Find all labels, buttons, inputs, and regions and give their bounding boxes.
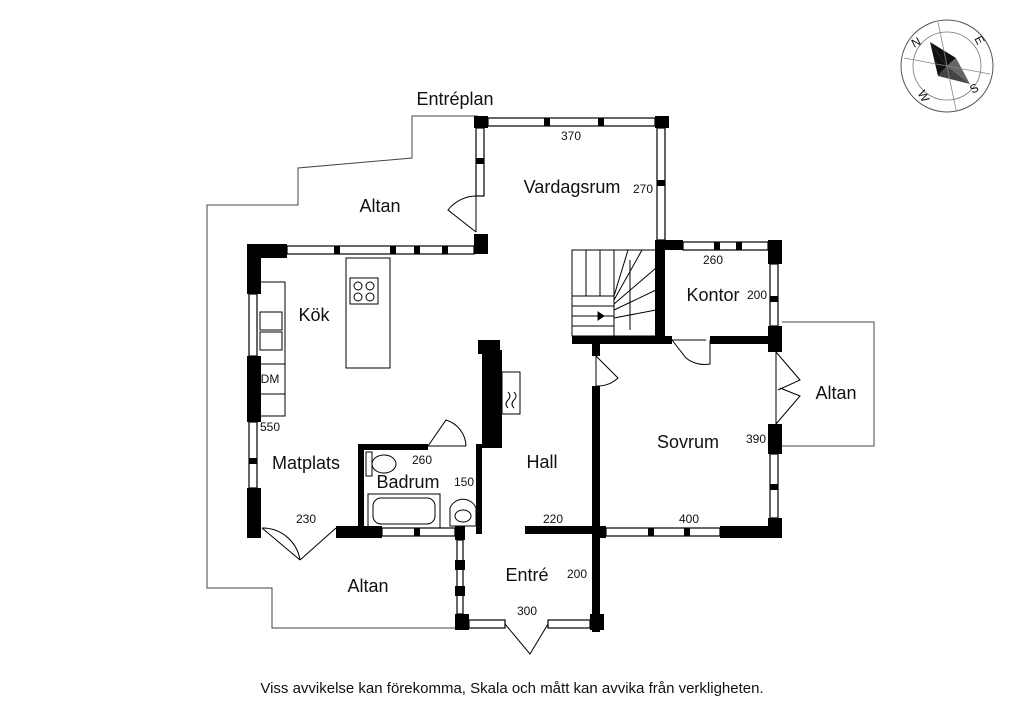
doors bbox=[261, 195, 801, 655]
dishwasher-label: DM bbox=[261, 372, 280, 386]
room-label-hall: Hall bbox=[526, 452, 557, 472]
kitchen-counter bbox=[256, 281, 286, 417]
dim-entre-width: 300 bbox=[517, 604, 537, 618]
dim-hall-width: 220 bbox=[543, 512, 563, 526]
dim-kontor-width: 260 bbox=[703, 253, 723, 267]
room-label-badrum: Badrum bbox=[376, 472, 439, 492]
dim-matplats-width: 230 bbox=[296, 512, 316, 526]
disclaimer-note: Viss avvikelse kan förekomma, Skala och … bbox=[260, 680, 764, 697]
dim-badrum-depth: 150 bbox=[454, 475, 474, 489]
room-label-kok: Kök bbox=[298, 305, 330, 325]
room-label-altan-top: Altan bbox=[359, 196, 400, 216]
room-label-entre: Entré bbox=[505, 565, 548, 585]
walls bbox=[247, 116, 782, 632]
fireplace bbox=[501, 371, 521, 415]
room-label-altan-bottom: Altan bbox=[347, 576, 388, 596]
plan-title: Entréplan bbox=[416, 89, 493, 109]
room-label-vardagsrum: Vardagsrum bbox=[524, 177, 621, 197]
kitchen-island bbox=[345, 257, 391, 369]
dim-sovrum-depth: 390 bbox=[746, 432, 766, 446]
room-label-kontor: Kontor bbox=[686, 285, 739, 305]
terrace-outlines bbox=[206, 115, 875, 629]
room-label-matplats: Matplats bbox=[272, 453, 340, 473]
staircase bbox=[571, 249, 657, 337]
dim-vardagsrum-depth: 270 bbox=[633, 182, 653, 196]
dim-kontor-depth: 200 bbox=[747, 288, 767, 302]
window-marks bbox=[249, 118, 778, 536]
dim-sovrum-width: 400 bbox=[679, 512, 699, 526]
dim-kok-depth: 550 bbox=[260, 420, 280, 434]
compass-needle-icon bbox=[903, 21, 991, 111]
compass-rose: N E S W bbox=[900, 19, 994, 113]
room-label-sovrum: Sovrum bbox=[657, 432, 719, 452]
dim-vardagsrum-width: 370 bbox=[561, 129, 581, 143]
bathroom-fixtures bbox=[365, 451, 477, 529]
dim-entre-depth: 200 bbox=[567, 567, 587, 581]
dim-badrum-width: 260 bbox=[412, 453, 432, 467]
thin-walls bbox=[248, 117, 779, 629]
room-label-altan-right: Altan bbox=[815, 383, 856, 403]
